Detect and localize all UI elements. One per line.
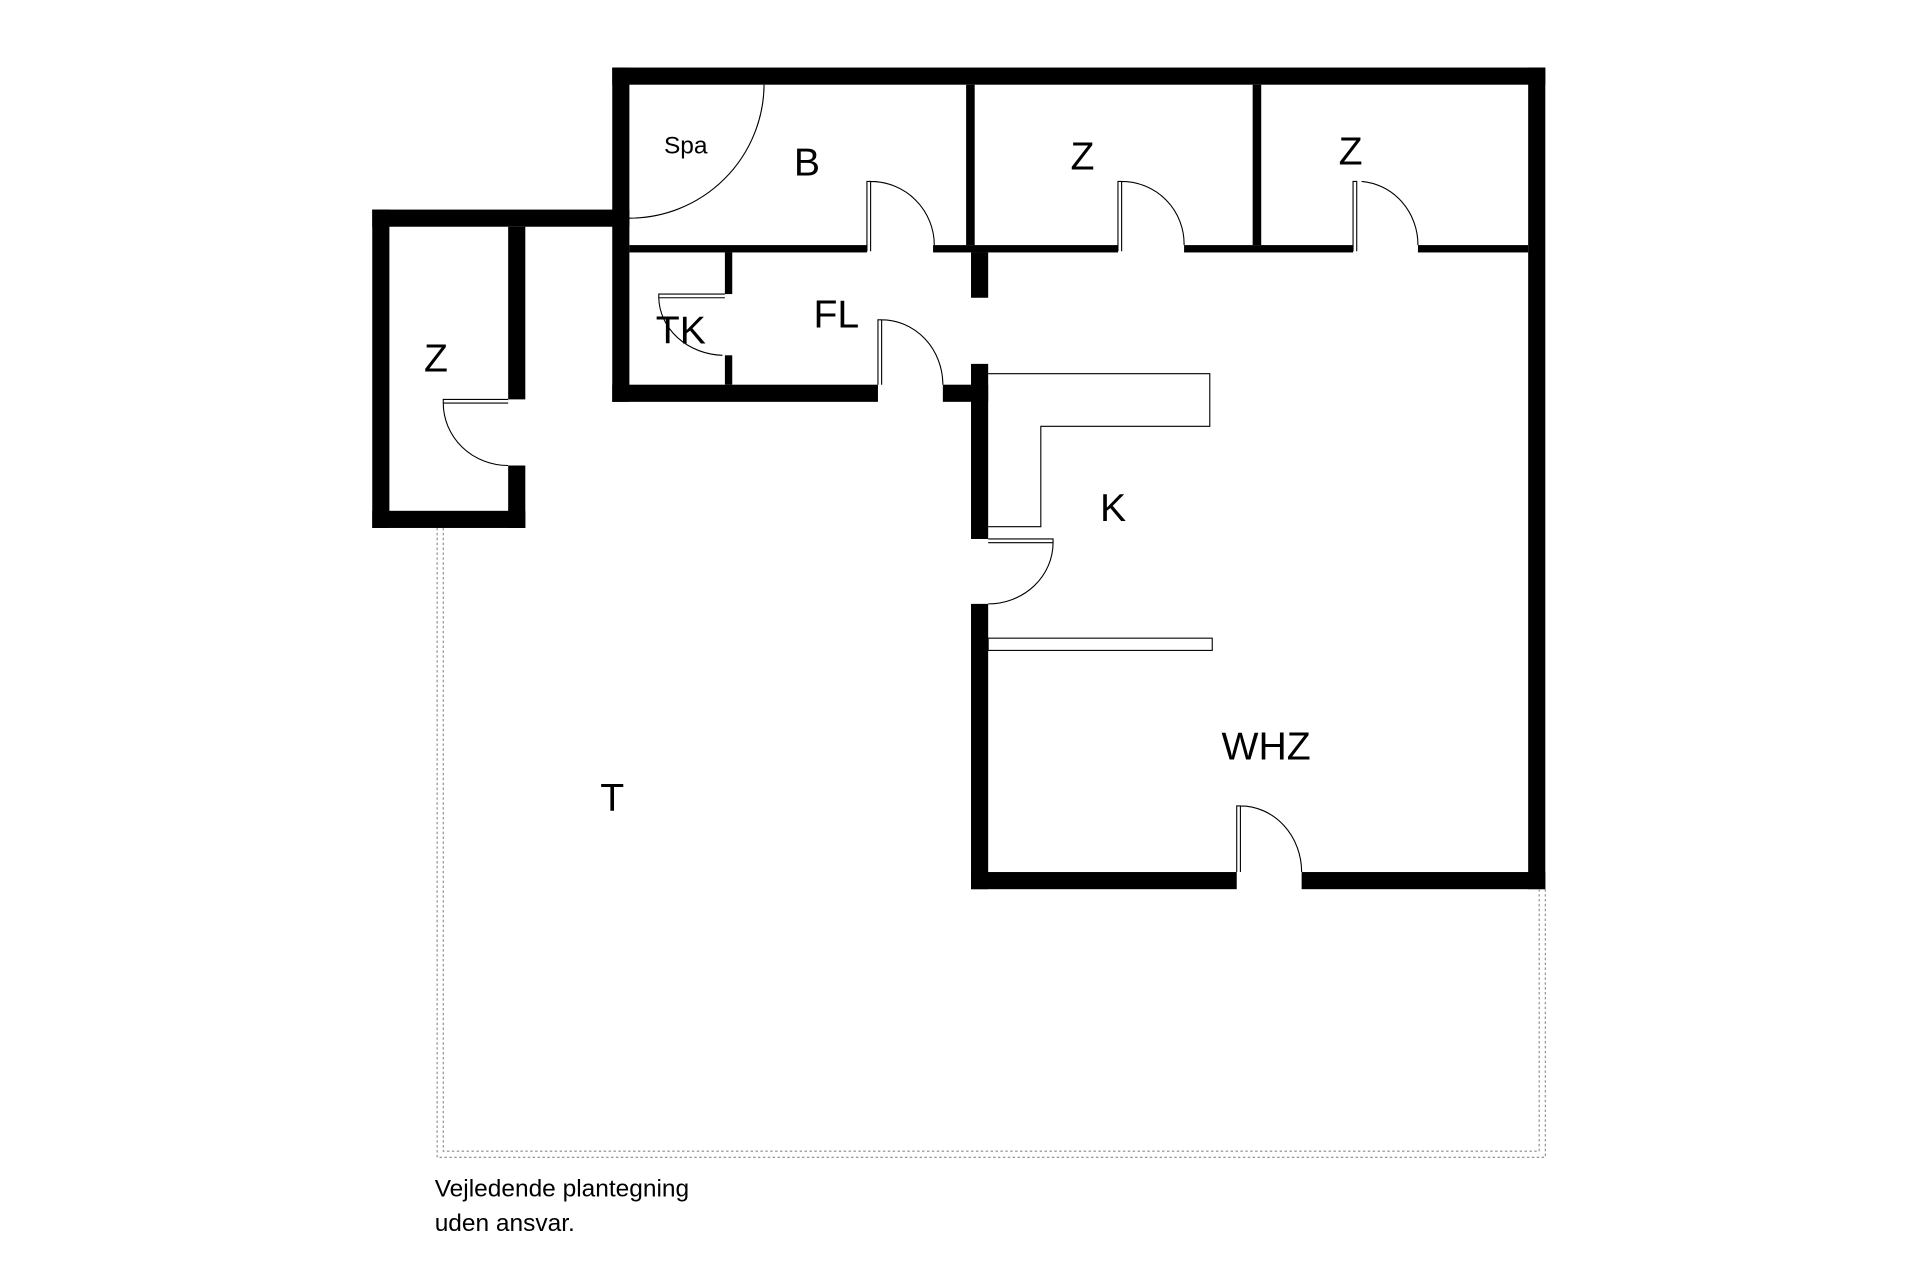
caption-line-2: uden ansvar. [435, 1210, 575, 1237]
label-toilet: TK [656, 309, 706, 352]
room-labels: Spa B Z Z Z TK FL K WHZ T [424, 131, 1363, 821]
doors [442, 84, 1419, 873]
terrace-outline [436, 527, 1546, 1158]
door-toilet [658, 293, 725, 356]
spa-arc [629, 84, 765, 219]
walls [372, 67, 1546, 890]
door-room-middle [1117, 180, 1185, 252]
door-hall [877, 319, 944, 385]
label-bath: B [794, 142, 820, 185]
label-room-top-middle: Z [1070, 135, 1094, 178]
door-room-left [442, 398, 509, 467]
kitchen-counters [987, 373, 1213, 651]
label-spa: Spa [664, 132, 708, 159]
label-living: WHZ [1222, 726, 1311, 769]
label-hall: FL [813, 293, 859, 336]
door-room-right [1352, 180, 1419, 252]
door-bath [866, 180, 935, 252]
caption-line-1: Vejledende plantegning [435, 1176, 689, 1203]
label-kitchen: K [1100, 487, 1126, 530]
door-kitchen [988, 538, 1054, 605]
door-living [1236, 805, 1303, 873]
label-room-top-right: Z [1339, 131, 1363, 174]
label-terrace: T [600, 777, 624, 820]
label-room-left: Z [424, 337, 448, 380]
